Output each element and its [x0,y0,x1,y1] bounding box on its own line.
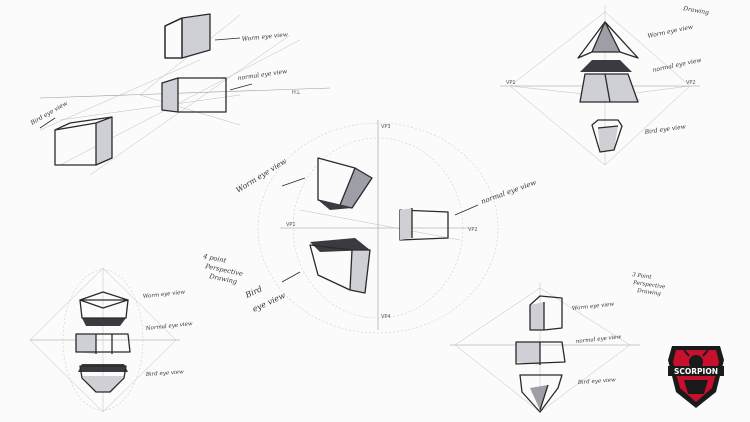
label-normal-eye-bl: Normal eye view [145,321,194,332]
scorpion-icon [689,355,703,369]
label-bird-eye-tr: Bird eye view [643,123,687,136]
label-vp4-c: VP4 [381,314,391,320]
label-persp-br-2: Perspective [632,280,667,291]
label-vp1-c: VP1 [286,222,296,228]
label-bird-eye-br: Bird eye view [577,377,617,386]
label-drawing-tr: Drawing [682,5,710,17]
label-worm-eye-tr: Worm eye view [647,23,695,40]
label-hl-tl: H.L [292,90,300,96]
label-vp1-tr: VP1 [506,80,516,86]
label-bird-eye-tl: Bird eye view [29,100,70,128]
center-sketch: Worm eye view normal eye view Bird eye v… [202,120,537,334]
label-bird-eye-bl: Bird eye view [145,369,185,378]
label-persp-br-1: 3 Point [632,272,653,281]
label-persp-br-3: Drawing [636,288,662,297]
top-left-sketch: Worm eye view normal eye view Bird eye v… [29,13,331,176]
scorpion-logo: SCORPION [668,346,724,408]
bottom-left-sketch: Worm eye view Normal eye view Bird eye v… [29,267,194,413]
top-right-sketch: Drawing Worm eye view normal eye view Bi… [500,5,710,166]
logo-text: SCORPION [674,367,718,376]
label-vp3-c: VP3 [381,124,391,130]
label-worm-eye-bl: Worm eye view [143,290,186,300]
label-worm-eye-c: Worm eye view [234,156,288,195]
label-worm-eye-tl: Worm eye view [241,31,289,43]
bottom-right-sketch: 3 Point Perspective Drawing Worm eye vie… [450,272,667,413]
label-normal-eye-tr: normal eye view [652,57,703,74]
label-vp2-c: VP2 [468,227,478,233]
label-vp2-tr: VP2 [686,80,696,86]
label-worm-eye-br: Worm eye view [572,302,615,312]
label-bird-eye-c-1: Bird [243,284,263,300]
label-normal-eye-c: normal eye view [480,178,537,205]
label-normal-eye-tl: normal eye view [237,68,288,82]
label-normal-eye-br: normal eye view [576,334,622,345]
